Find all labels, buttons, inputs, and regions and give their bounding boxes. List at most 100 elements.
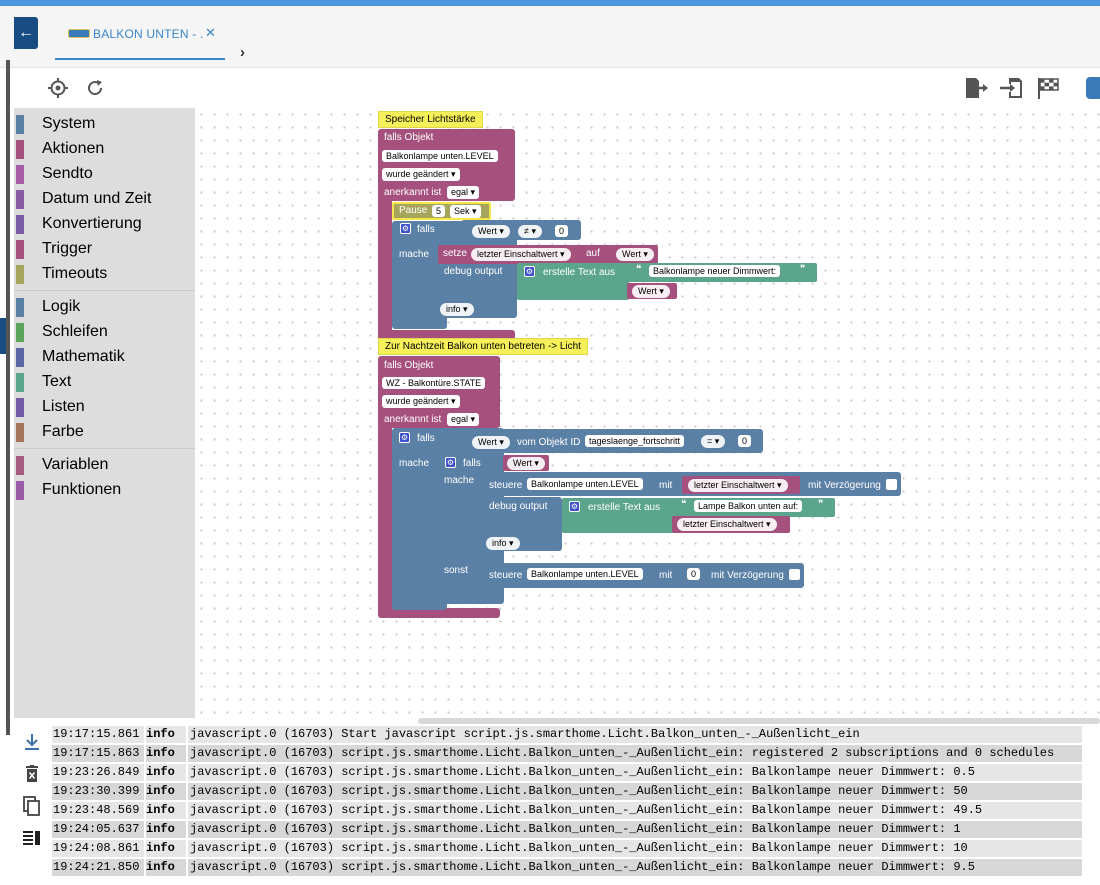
left-scrollbar-thumb[interactable] — [0, 318, 6, 354]
gear-icon[interactable]: ⚙ — [400, 223, 411, 234]
block-comment[interactable]: Zur Nachtzeit Balkon unten betreten -> L… — [378, 338, 588, 355]
category-color-swatch — [16, 481, 24, 500]
copy-icon[interactable] — [23, 796, 41, 816]
text-field[interactable]: Lampe Balkon unten auf: — [694, 500, 803, 512]
trigger-block-body[interactable] — [378, 198, 392, 340]
if-block-footer[interactable] — [392, 313, 447, 329]
toolbox-category-trigger[interactable]: Trigger — [14, 237, 195, 262]
block-comment[interactable]: Speicher Lichtstärke — [378, 111, 483, 128]
toolbox-category-listen[interactable]: Listen — [14, 395, 195, 420]
ack-dropdown[interactable]: egal ▾ — [447, 186, 480, 199]
object-id-field[interactable]: WZ - Balkontüre.STATE — [382, 377, 486, 389]
operator-dropdown[interactable]: ≠ ▾ — [518, 225, 542, 238]
gear-icon[interactable]: ⚙ — [445, 457, 456, 468]
ack-dropdown[interactable]: egal ▾ — [447, 413, 480, 426]
checkered-flag-icon[interactable] — [1036, 77, 1060, 99]
log-level-dropdown[interactable]: info ▾ — [440, 303, 474, 316]
category-label: Text — [42, 373, 72, 390]
object-id-field[interactable]: Balkonlampe unten.LEVEL — [527, 478, 643, 490]
export-icon[interactable] — [964, 77, 988, 99]
trigger-block-body[interactable] — [378, 426, 392, 616]
number-field[interactable]: 0 — [738, 435, 752, 447]
scroll-to-bottom-icon[interactable] — [24, 733, 40, 751]
create-text-block-body[interactable] — [517, 280, 629, 300]
toolbox-category-farbe[interactable]: Farbe — [14, 420, 195, 445]
back-button[interactable]: ← — [14, 17, 38, 49]
toolbox-category-datum-und-zeit[interactable]: Datum und Zeit — [14, 187, 195, 212]
sonst-label: sonst — [444, 565, 468, 576]
gear-icon[interactable]: ⚙ — [524, 266, 535, 277]
pause-value[interactable]: 5 — [432, 205, 446, 217]
text-field[interactable]: Balkonlampe neuer Dimmwert: — [649, 265, 781, 277]
log-time: 19:23:48.569 — [53, 803, 140, 817]
vom-objekt-label: vom Objekt ID — [517, 437, 581, 448]
tab-balkon-unten[interactable]: BALKON UNTEN - . ✕ — [55, 20, 225, 60]
delay-checkbox[interactable] — [886, 479, 897, 490]
log-level: info — [146, 803, 175, 817]
category-label: Datum und Zeit — [42, 190, 152, 207]
wert-dropdown[interactable]: Wert ▾ — [507, 457, 545, 470]
variable-dropdown[interactable]: letzter Einschaltwert ▾ — [471, 248, 571, 261]
trigger-block[interactable] — [378, 356, 500, 428]
object-id-field[interactable]: Balkonlampe unten.LEVEL — [382, 150, 498, 162]
variable-dropdown[interactable]: letzter Einschaltwert ▾ — [677, 518, 777, 531]
toolbox-category-konvertierung[interactable]: Konvertierung — [14, 212, 195, 237]
variable-dropdown[interactable]: letzter Einschaltwert ▾ — [688, 479, 788, 492]
toolbox-category-variablen[interactable]: Variablen — [14, 453, 195, 478]
wert-dropdown[interactable]: Wert ▾ — [472, 436, 510, 449]
object-id-field[interactable]: tageslaenge_fortschritt — [585, 435, 685, 447]
category-label: Farbe — [42, 423, 84, 440]
log-time: 19:24:21.850 — [53, 860, 140, 874]
mit-label: mit — [659, 570, 673, 581]
blockly-workspace[interactable]: Speicher Lichtstärke falls Objekt Balkon… — [195, 108, 1100, 718]
clear-log-icon[interactable] — [25, 765, 39, 783]
delay-label: mit Verzögerung — [808, 480, 881, 491]
chevron-right-icon[interactable]: › — [240, 44, 245, 61]
close-icon[interactable]: ✕ — [205, 25, 216, 40]
if-block-footer[interactable] — [392, 596, 447, 610]
category-color-swatch — [16, 190, 24, 209]
create-text-block-body[interactable] — [562, 515, 674, 533]
wert-dropdown[interactable]: Wert ▾ — [472, 225, 510, 238]
left-scrollbar[interactable] — [6, 60, 10, 735]
blockly-button[interactable]: bl — [1086, 77, 1100, 99]
toolbox-separator — [14, 290, 195, 291]
trigger-block-footer[interactable] — [378, 608, 500, 618]
wert-dropdown[interactable]: Wert ▾ — [616, 248, 654, 261]
toggle-columns-icon[interactable] — [23, 830, 41, 846]
changed-dropdown[interactable]: wurde geändert ▾ — [382, 395, 460, 408]
log-time: 19:17:15.861 — [53, 727, 140, 741]
pause-unit-dropdown[interactable]: Sek ▾ — [450, 205, 481, 218]
toolbox-category-funktionen[interactable]: Funktionen — [14, 478, 195, 503]
delay-checkbox[interactable] — [789, 569, 800, 580]
refresh-icon[interactable] — [85, 78, 105, 98]
object-id-field[interactable]: Balkonlampe unten.LEVEL — [527, 568, 643, 580]
import-icon[interactable] — [1000, 77, 1024, 99]
falls-label: falls — [417, 224, 435, 235]
log-horizontal-scrollbar[interactable] — [418, 718, 1100, 724]
pause-label: Pause — [399, 205, 428, 216]
toolbox-category-text[interactable]: Text — [14, 370, 195, 395]
crosshair-icon[interactable] — [48, 78, 68, 98]
gear-icon[interactable]: ⚙ — [399, 432, 410, 443]
number-field[interactable]: 0 — [555, 225, 569, 237]
gear-icon[interactable]: ⚙ — [569, 501, 580, 512]
changed-dropdown[interactable]: wurde geändert ▾ — [382, 168, 460, 181]
toolbox-category-timeouts[interactable]: Timeouts — [14, 262, 195, 287]
trigger-block-footer[interactable] — [378, 330, 515, 340]
operator-dropdown[interactable]: = ▾ — [701, 435, 726, 448]
toolbox-category-schleifen[interactable]: Schleifen — [14, 320, 195, 345]
toolbox-category-mathematik[interactable]: Mathematik — [14, 345, 195, 370]
wert-dropdown[interactable]: Wert ▾ — [632, 285, 670, 298]
ack-label: anerkannt ist — [384, 414, 442, 425]
toolbox-category-logik[interactable]: Logik — [14, 295, 195, 320]
toolbox-category-sendto[interactable]: Sendto — [14, 162, 195, 187]
number-field[interactable]: 0 — [687, 568, 701, 580]
toolbox-category-system[interactable]: System — [14, 112, 195, 137]
log-message: javascript.0 (16703) script.js.smarthome… — [190, 860, 975, 874]
toolbox-category-aktionen[interactable]: Aktionen — [14, 137, 195, 162]
log-level-dropdown[interactable]: info ▾ — [486, 537, 520, 550]
trigger-block[interactable] — [378, 129, 515, 201]
